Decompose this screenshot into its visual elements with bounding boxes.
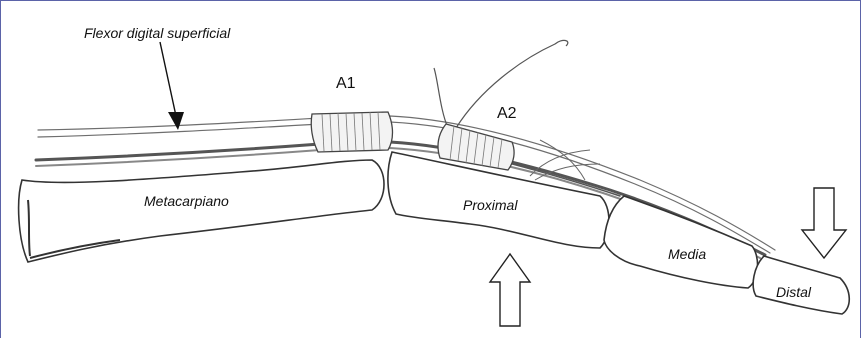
a1-pulley (311, 112, 392, 152)
a2-pulley (438, 124, 514, 170)
flexor-pointer-arrow (160, 42, 184, 130)
metacarpal-bone (19, 160, 384, 262)
a1-label: A1 (336, 75, 356, 92)
upward-force-arrow (490, 254, 530, 326)
proximal-label: Proximal (463, 197, 518, 213)
middle-label: Media (668, 246, 706, 262)
distal-label: Distal (776, 284, 812, 300)
flexor-label: Flexor digital superficial (84, 25, 231, 41)
middle-phalanx (604, 196, 758, 288)
a2-label: A2 (497, 105, 517, 122)
downward-force-arrow (802, 188, 846, 258)
metacarpal-label: Metacarpiano (144, 193, 229, 209)
